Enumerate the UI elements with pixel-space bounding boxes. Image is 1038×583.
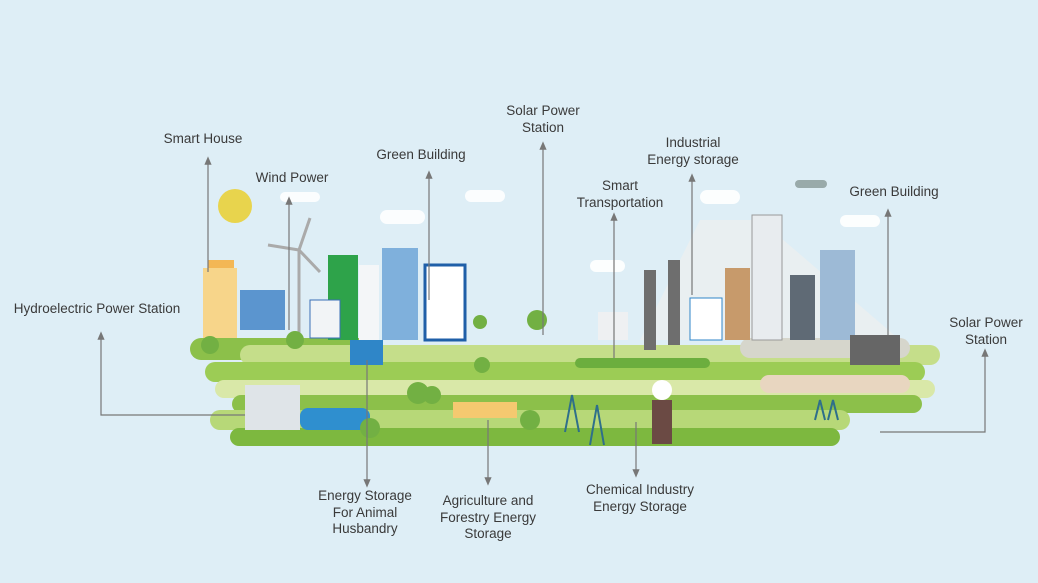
label-line: Station <box>521 119 565 135</box>
dome-building <box>598 312 628 340</box>
blue-stripe-tower <box>423 263 467 342</box>
label-line: Husbandry <box>332 521 398 536</box>
storage-tanks <box>850 335 900 365</box>
trees <box>201 310 547 438</box>
label-hydroelectric: Hydroelectric Power Station <box>14 301 181 318</box>
label-line: Energy Storage <box>318 488 412 503</box>
tall-gray-tower <box>751 214 783 341</box>
label-line: Wind Power <box>255 170 329 185</box>
dark-tower <box>790 275 815 340</box>
hydro-dam <box>245 385 300 430</box>
label-line: Agriculture and <box>442 493 534 508</box>
label-line: Forestry Energy <box>439 509 537 525</box>
arrow-solar-right <box>880 348 989 433</box>
clouds <box>280 190 880 272</box>
label-green-building-right: Green Building <box>849 184 938 201</box>
label-line: Energy Storage <box>593 498 687 514</box>
label-line: Industrial <box>665 135 721 150</box>
label-line: Energy storage <box>647 151 739 167</box>
callout-arrows <box>97 141 989 488</box>
label-smart-house: Smart House <box>164 131 243 148</box>
arrow-hydro <box>97 331 245 416</box>
label-line: For Animal <box>332 504 398 520</box>
label-line: Hydroelectric Power Station <box>13 301 181 316</box>
label-line: Station <box>964 331 1008 347</box>
label-line: Solar Power <box>506 103 580 118</box>
smart-house-building <box>203 260 237 338</box>
solar-panels <box>453 402 517 418</box>
solar-roof-building <box>240 290 285 330</box>
pylons <box>564 394 839 446</box>
label-line: Smart House <box>163 131 243 146</box>
wind-turbine <box>267 217 322 335</box>
factory-chimneys <box>644 260 680 350</box>
label-line: Solar Power <box>949 315 1023 330</box>
low-building <box>309 299 341 339</box>
checker-tower-right <box>820 250 855 340</box>
water <box>300 408 370 430</box>
chemical-plant <box>652 400 672 444</box>
checker-tower <box>382 248 418 340</box>
cloud-gray <box>795 180 827 188</box>
label-wind-power: Wind Power <box>256 170 329 187</box>
label-line: Green Building <box>376 147 466 162</box>
smoke <box>652 380 672 400</box>
label-line: Transportation <box>576 194 664 210</box>
train <box>575 358 710 368</box>
label-line: Smart <box>601 178 639 193</box>
label-line: Green Building <box>849 184 939 199</box>
sun <box>218 189 252 223</box>
brown-tower <box>725 268 750 340</box>
label-line: Storage <box>464 526 512 541</box>
label-green-building-left: Green Building <box>376 147 465 164</box>
white-tower <box>359 265 379 340</box>
blue-office <box>689 297 723 341</box>
label-line: Chemical Industry <box>585 482 695 497</box>
